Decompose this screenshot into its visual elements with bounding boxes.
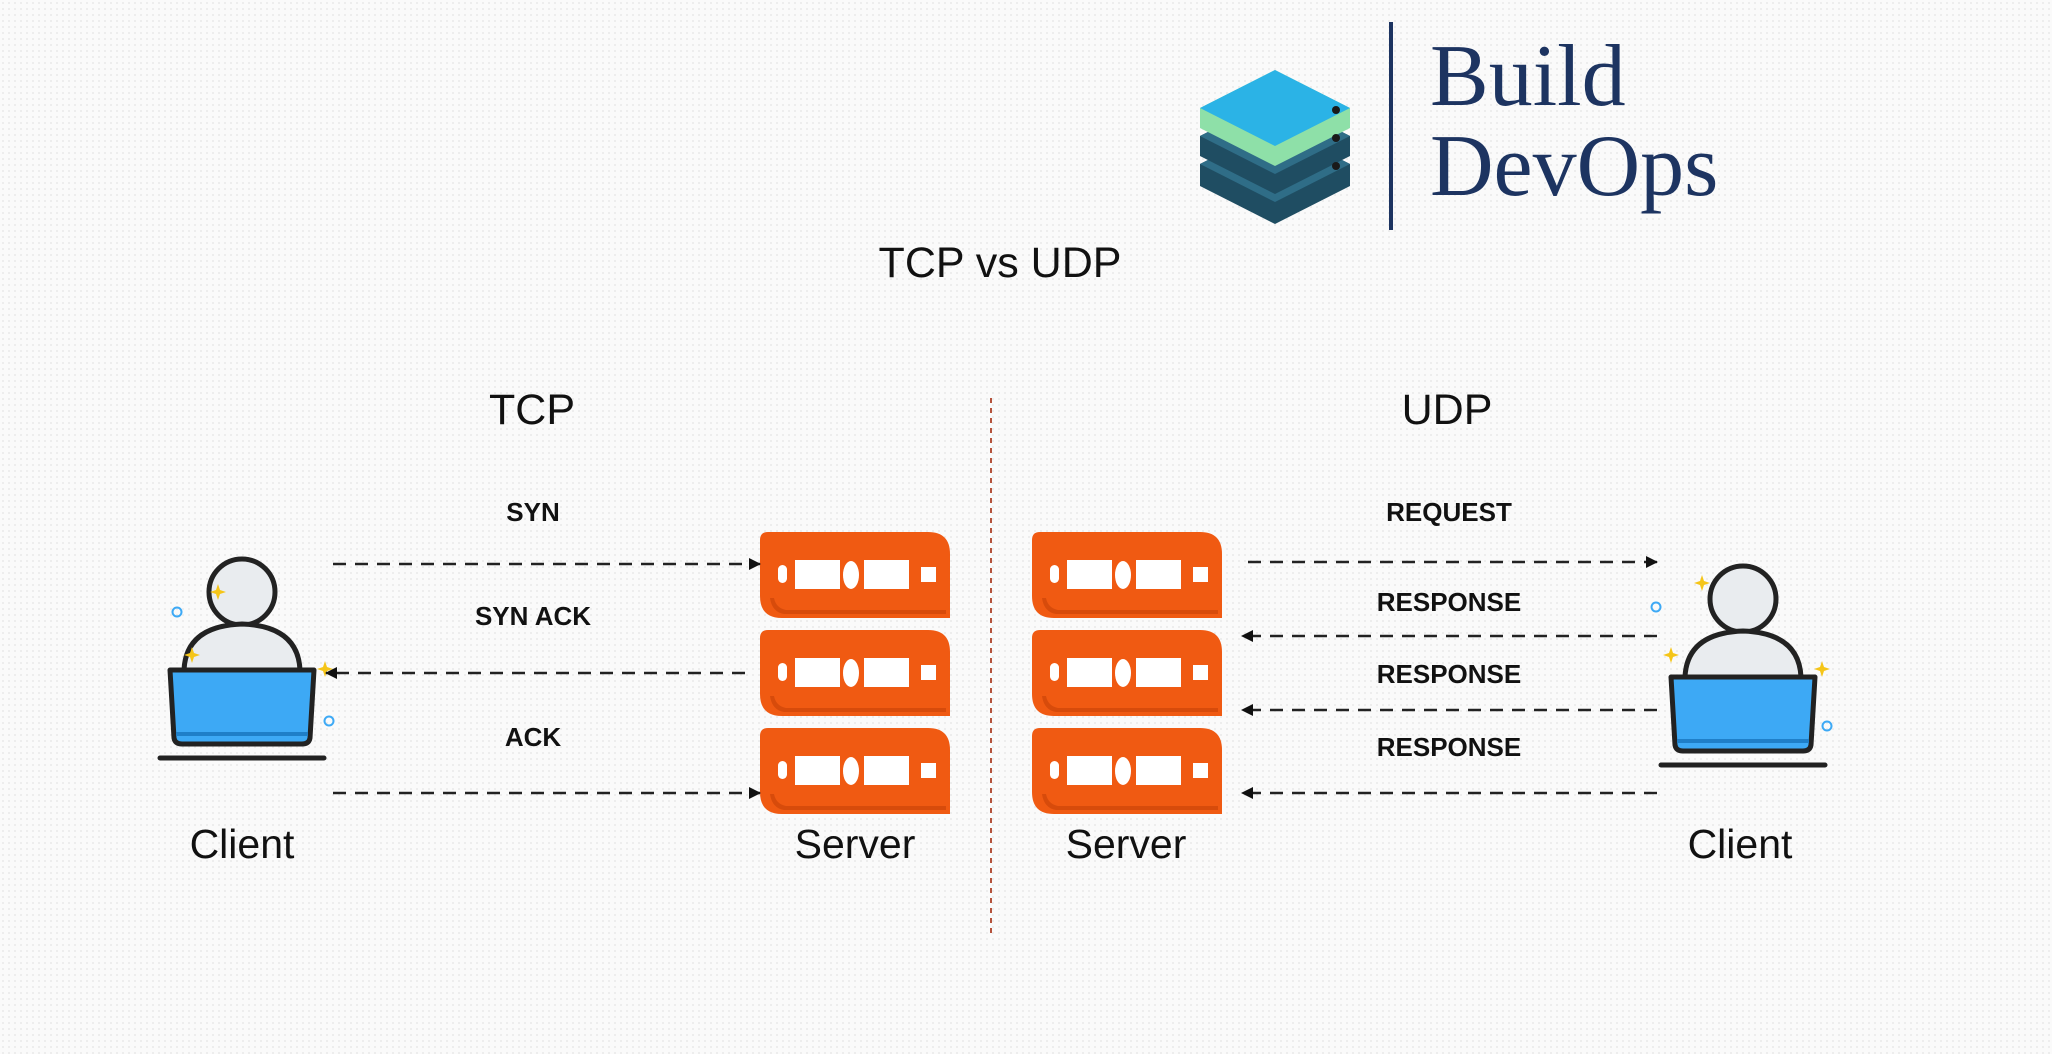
server-stack-icon xyxy=(760,532,950,814)
message-label-response-1: RESPONSE xyxy=(1377,587,1522,617)
udp-client: Client xyxy=(1650,566,1833,867)
server-stack-icon xyxy=(1032,532,1222,814)
udp-messages: REQUEST RESPONSE RESPONSE RESPONSE xyxy=(1241,497,1658,799)
message-label-syn-ack: SYN ACK xyxy=(475,601,591,631)
client-person-laptop-icon xyxy=(160,559,324,758)
diagram-title: TCP vs UDP xyxy=(879,239,1122,287)
tcp-server-label: Server xyxy=(795,821,916,867)
udp-server-label: Server xyxy=(1066,821,1187,867)
message-label-syn: SYN xyxy=(506,497,559,527)
message-label-ack: ACK xyxy=(505,722,562,752)
tcp-client-label: Client xyxy=(190,821,295,867)
client-person-laptop-icon xyxy=(1661,566,1825,765)
stacked-servers-logo-icon xyxy=(1200,70,1350,224)
logo-text-line1: Build xyxy=(1430,28,1626,125)
udp-server: Server xyxy=(1032,532,1222,867)
message-label-response-2: RESPONSE xyxy=(1377,659,1522,689)
message-label-request: REQUEST xyxy=(1386,497,1512,527)
message-label-response-3: RESPONSE xyxy=(1377,732,1522,762)
logo-text-line2: DevOps xyxy=(1430,118,1718,215)
udp-heading: UDP xyxy=(1402,386,1493,434)
udp-client-label: Client xyxy=(1688,821,1793,867)
sparkle-decoration xyxy=(1650,575,1833,732)
tcp-server: Server xyxy=(760,532,950,867)
brand-logo: Build DevOps xyxy=(1200,22,1718,230)
tcp-heading: TCP xyxy=(489,386,575,434)
tcp-messages: SYN SYN ACK ACK xyxy=(325,497,761,799)
tcp-client: Client xyxy=(160,559,335,867)
